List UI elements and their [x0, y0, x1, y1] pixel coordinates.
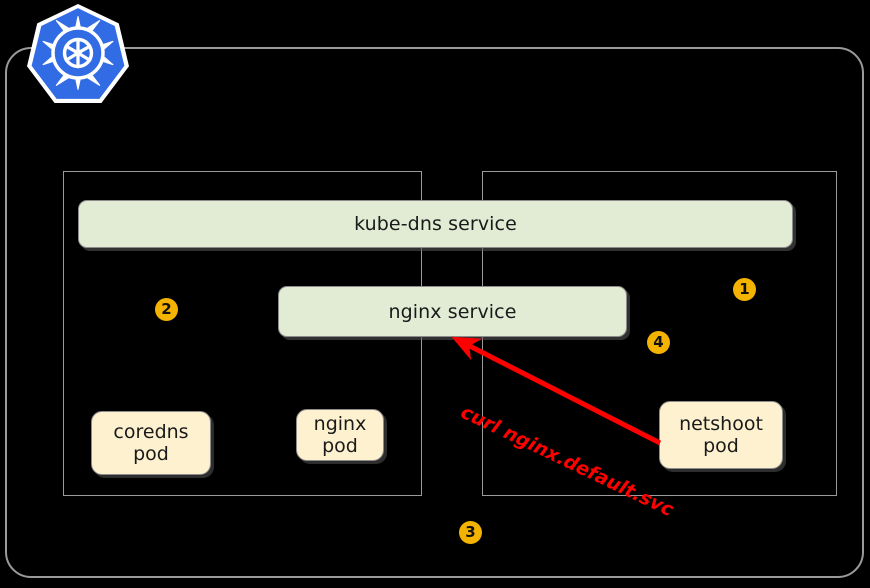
step-badge-4-label: 4: [653, 333, 664, 351]
step-badge-1-label: 1: [739, 280, 750, 298]
nginx-service-label: nginx service: [388, 300, 517, 323]
kube-dns-service-label: kube-dns service: [354, 213, 517, 235]
coredns-pod-label-line1: coredns: [113, 420, 189, 443]
nginx-pod-box: nginx pod: [296, 409, 384, 461]
step-badge-2: 2: [155, 298, 178, 321]
step-badge-2-label: 2: [161, 300, 172, 318]
step-badge-1: 1: [733, 278, 756, 301]
kubernetes-logo: [27, 4, 129, 103]
netshoot-pod-label-line2: pod: [703, 435, 739, 457]
step-badge-3-label: 3: [465, 523, 476, 541]
coredns-pod-label-line2: pod: [133, 443, 169, 465]
step-badge-4: 4: [647, 331, 670, 354]
nginx-pod-label-line2: pod: [322, 435, 358, 457]
netshoot-pod-box: netshoot pod: [659, 401, 783, 469]
nginx-service-box: nginx service: [278, 286, 627, 337]
nginx-pod-label-line1: nginx: [313, 412, 367, 435]
netshoot-pod-label-line1: netshoot: [679, 412, 763, 435]
coredns-pod-box: coredns pod: [91, 411, 211, 475]
step-badge-3: 3: [459, 521, 482, 544]
cluster-boundary: [5, 47, 864, 578]
kube-dns-service-box: kube-dns service: [78, 200, 793, 248]
